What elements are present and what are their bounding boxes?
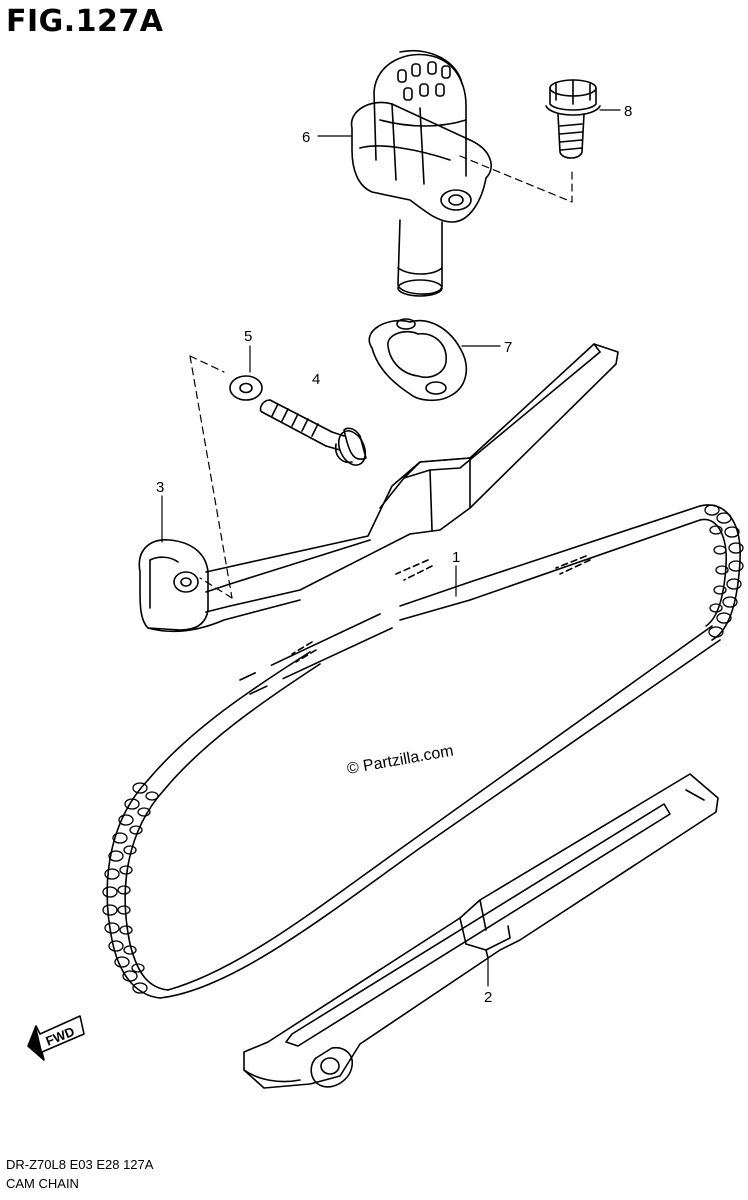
watermark: © Partzilla.com (346, 742, 455, 777)
callout-7: 7 (504, 339, 512, 356)
tensioner-gasket[interactable] (368, 318, 468, 402)
callout-8: 8 (624, 103, 632, 120)
pivot-bolt[interactable] (259, 399, 370, 469)
callout-3: 3 (156, 479, 164, 496)
tensioner-guide[interactable] (138, 343, 619, 633)
assembly-lines (189, 155, 573, 599)
callout-4: 4 (312, 371, 320, 388)
figure-title: FIG.127A (6, 4, 164, 39)
washer[interactable] (229, 375, 263, 401)
diagram-name: CAM CHAIN (6, 1176, 79, 1191)
diagram-code: DR-Z70L8 E03 E28 127A (6, 1157, 154, 1172)
cam-chain[interactable] (102, 504, 744, 999)
tensioner-adjuster[interactable] (350, 50, 492, 297)
callout-5: 5 (244, 328, 252, 345)
leader-lines (161, 109, 621, 987)
callout-6: 6 (302, 129, 310, 146)
callout-2: 2 (484, 989, 492, 1006)
tensioner-bolt[interactable] (545, 79, 601, 159)
fwd-arrow-icon: FWD (27, 1015, 85, 1061)
callout-1: 1 (452, 549, 460, 566)
chain-guide[interactable] (243, 773, 719, 1089)
